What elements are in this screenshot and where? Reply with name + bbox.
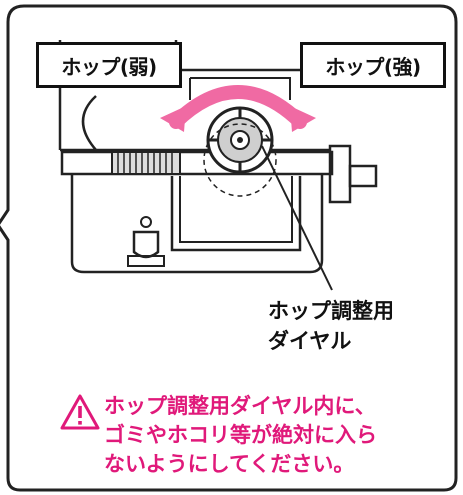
callout-line-2: ダイヤル [268,329,352,353]
callout-leader [261,145,333,291]
rotation-arrow [169,85,307,129]
hop-strong-label: ホップ(強) [300,42,446,88]
knurl-lines [117,152,173,174]
inner-guard [170,176,302,252]
arrow-head-left [160,106,186,132]
inner-guard-2 [179,176,293,243]
warning-text: ホップ調整用ダイヤル内に、 ゴミやホコリ等が絶対に入ら ないようにしてください。 [60,392,450,479]
lock-knob [127,216,165,267]
warning-line-2: ゴミやホコリ等が絶対に入ら [104,423,377,447]
knurled-ring [111,151,181,175]
arrow-head-right [290,106,316,132]
lower-frame [70,174,324,274]
panel-frame [0,4,458,492]
dial-callout: ホップ調整用 ダイヤル [268,296,438,356]
warning-triangle-icon [60,394,100,430]
warning-line-3: ないようにしてください。 [104,452,355,476]
hop-dial [203,106,277,197]
hop-weak-label: ホップ(弱) [36,42,182,88]
callout-line-1: ホップ調整用 [268,299,394,323]
housing-bracket [189,77,291,100]
warning-line-1: ホップ調整用ダイヤル内に、 [104,394,376,418]
end-shaft [348,164,378,188]
housing-top [174,40,300,72]
barrel-rail [60,150,334,176]
